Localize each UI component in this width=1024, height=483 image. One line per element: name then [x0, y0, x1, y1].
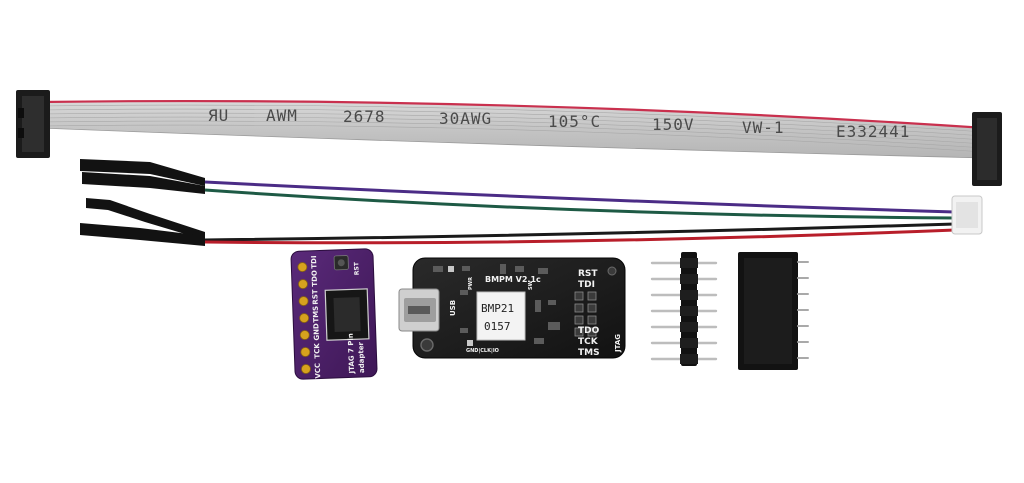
ribbon-print-temp: 105°C [548, 112, 601, 131]
adapter-board: VCC TCK GND TMS RST TDO TDI RST JTAG 7 P… [290, 248, 378, 380]
probe-tck-label: TCK [578, 337, 599, 347]
probe-header-pads [574, 291, 597, 337]
pin-label-tms: TMS [312, 306, 321, 323]
pin-label-vcc: VCC [314, 363, 323, 379]
ribbon-print-ul: ЯU [208, 106, 229, 125]
ribbon-print-gauge: 30AWG [439, 109, 492, 128]
jumper-wire-red [204, 228, 956, 245]
ribbon-conductors [39, 104, 986, 153]
probe-jtag-label: JTAG [614, 334, 622, 353]
female-header-pins [797, 261, 809, 359]
ribbon-print-style: 2678 [343, 107, 386, 126]
probe-fw-label: GND|CLK|IO [466, 348, 499, 354]
probe-tdi-label: TDI [578, 280, 595, 290]
ribbon-connector-left [16, 90, 50, 158]
female-pin-header [738, 252, 809, 370]
micro-usb-port [398, 288, 440, 332]
pin-label-rst: RST [311, 289, 320, 305]
sticker-line-1: BMP21 [481, 302, 514, 315]
probe-chip-sticker: BMP21 0157 [476, 291, 526, 341]
adapter-idc-socket [324, 288, 370, 341]
jumper-wires [80, 159, 983, 246]
ribbon-cable: ЯU AWM 2678 30AWG 105°C 150V VW-1 E33244… [16, 90, 1002, 186]
jumper-wire-black [204, 222, 956, 242]
jumper-sleeves [80, 159, 205, 246]
ribbon-red-stripe [39, 99, 986, 130]
ribbon-print-awm: AWM [266, 106, 298, 125]
ribbon-print-voltage: 150V [652, 115, 695, 134]
probe-board: USB BMPM V2.1c BMP21 0157 [398, 257, 626, 359]
pin-label-tdo: TDO [310, 270, 319, 287]
adapter-gold-pads [297, 262, 311, 374]
ribbon-print-file: E332441 [836, 122, 910, 141]
jumper-wire-purple [204, 180, 956, 214]
ribbon-print-rating: VW-1 [742, 118, 785, 137]
sticker-line-2: 0157 [484, 320, 511, 333]
probe-smd-parts [433, 264, 560, 346]
probe-sw-label: SW [528, 280, 534, 290]
pin-label-tdi: TDI [310, 255, 318, 268]
pin-label-tck: TCK [313, 343, 322, 359]
adapter-subtitle: adapter [357, 341, 366, 373]
ribbon-connector-right [972, 112, 1002, 186]
adapter-pin-labels: VCC TCK GND TMS RST TDO TDI [310, 255, 322, 378]
jumper-wire-green [204, 188, 956, 220]
jst-plug [951, 195, 983, 235]
probe-title: BMPM V2.1c [485, 275, 541, 284]
ribbon-print: ЯU AWM 2678 30AWG 105°C 150V VW-1 E33244… [208, 106, 910, 141]
pin-label-gnd: GND [312, 323, 321, 341]
probe-rst-label: RST [578, 269, 598, 279]
probe-pwr-label: PWR [468, 277, 474, 290]
probe-tdo-label: TDO [578, 326, 600, 336]
adapter-title: JTAG 7 Pin [347, 333, 356, 375]
probe-tms-label: TMS [578, 348, 600, 358]
probe-usb-label: USB [449, 300, 457, 316]
adapter-rst-label: RST [353, 261, 360, 275]
male-pin-header [650, 252, 718, 366]
